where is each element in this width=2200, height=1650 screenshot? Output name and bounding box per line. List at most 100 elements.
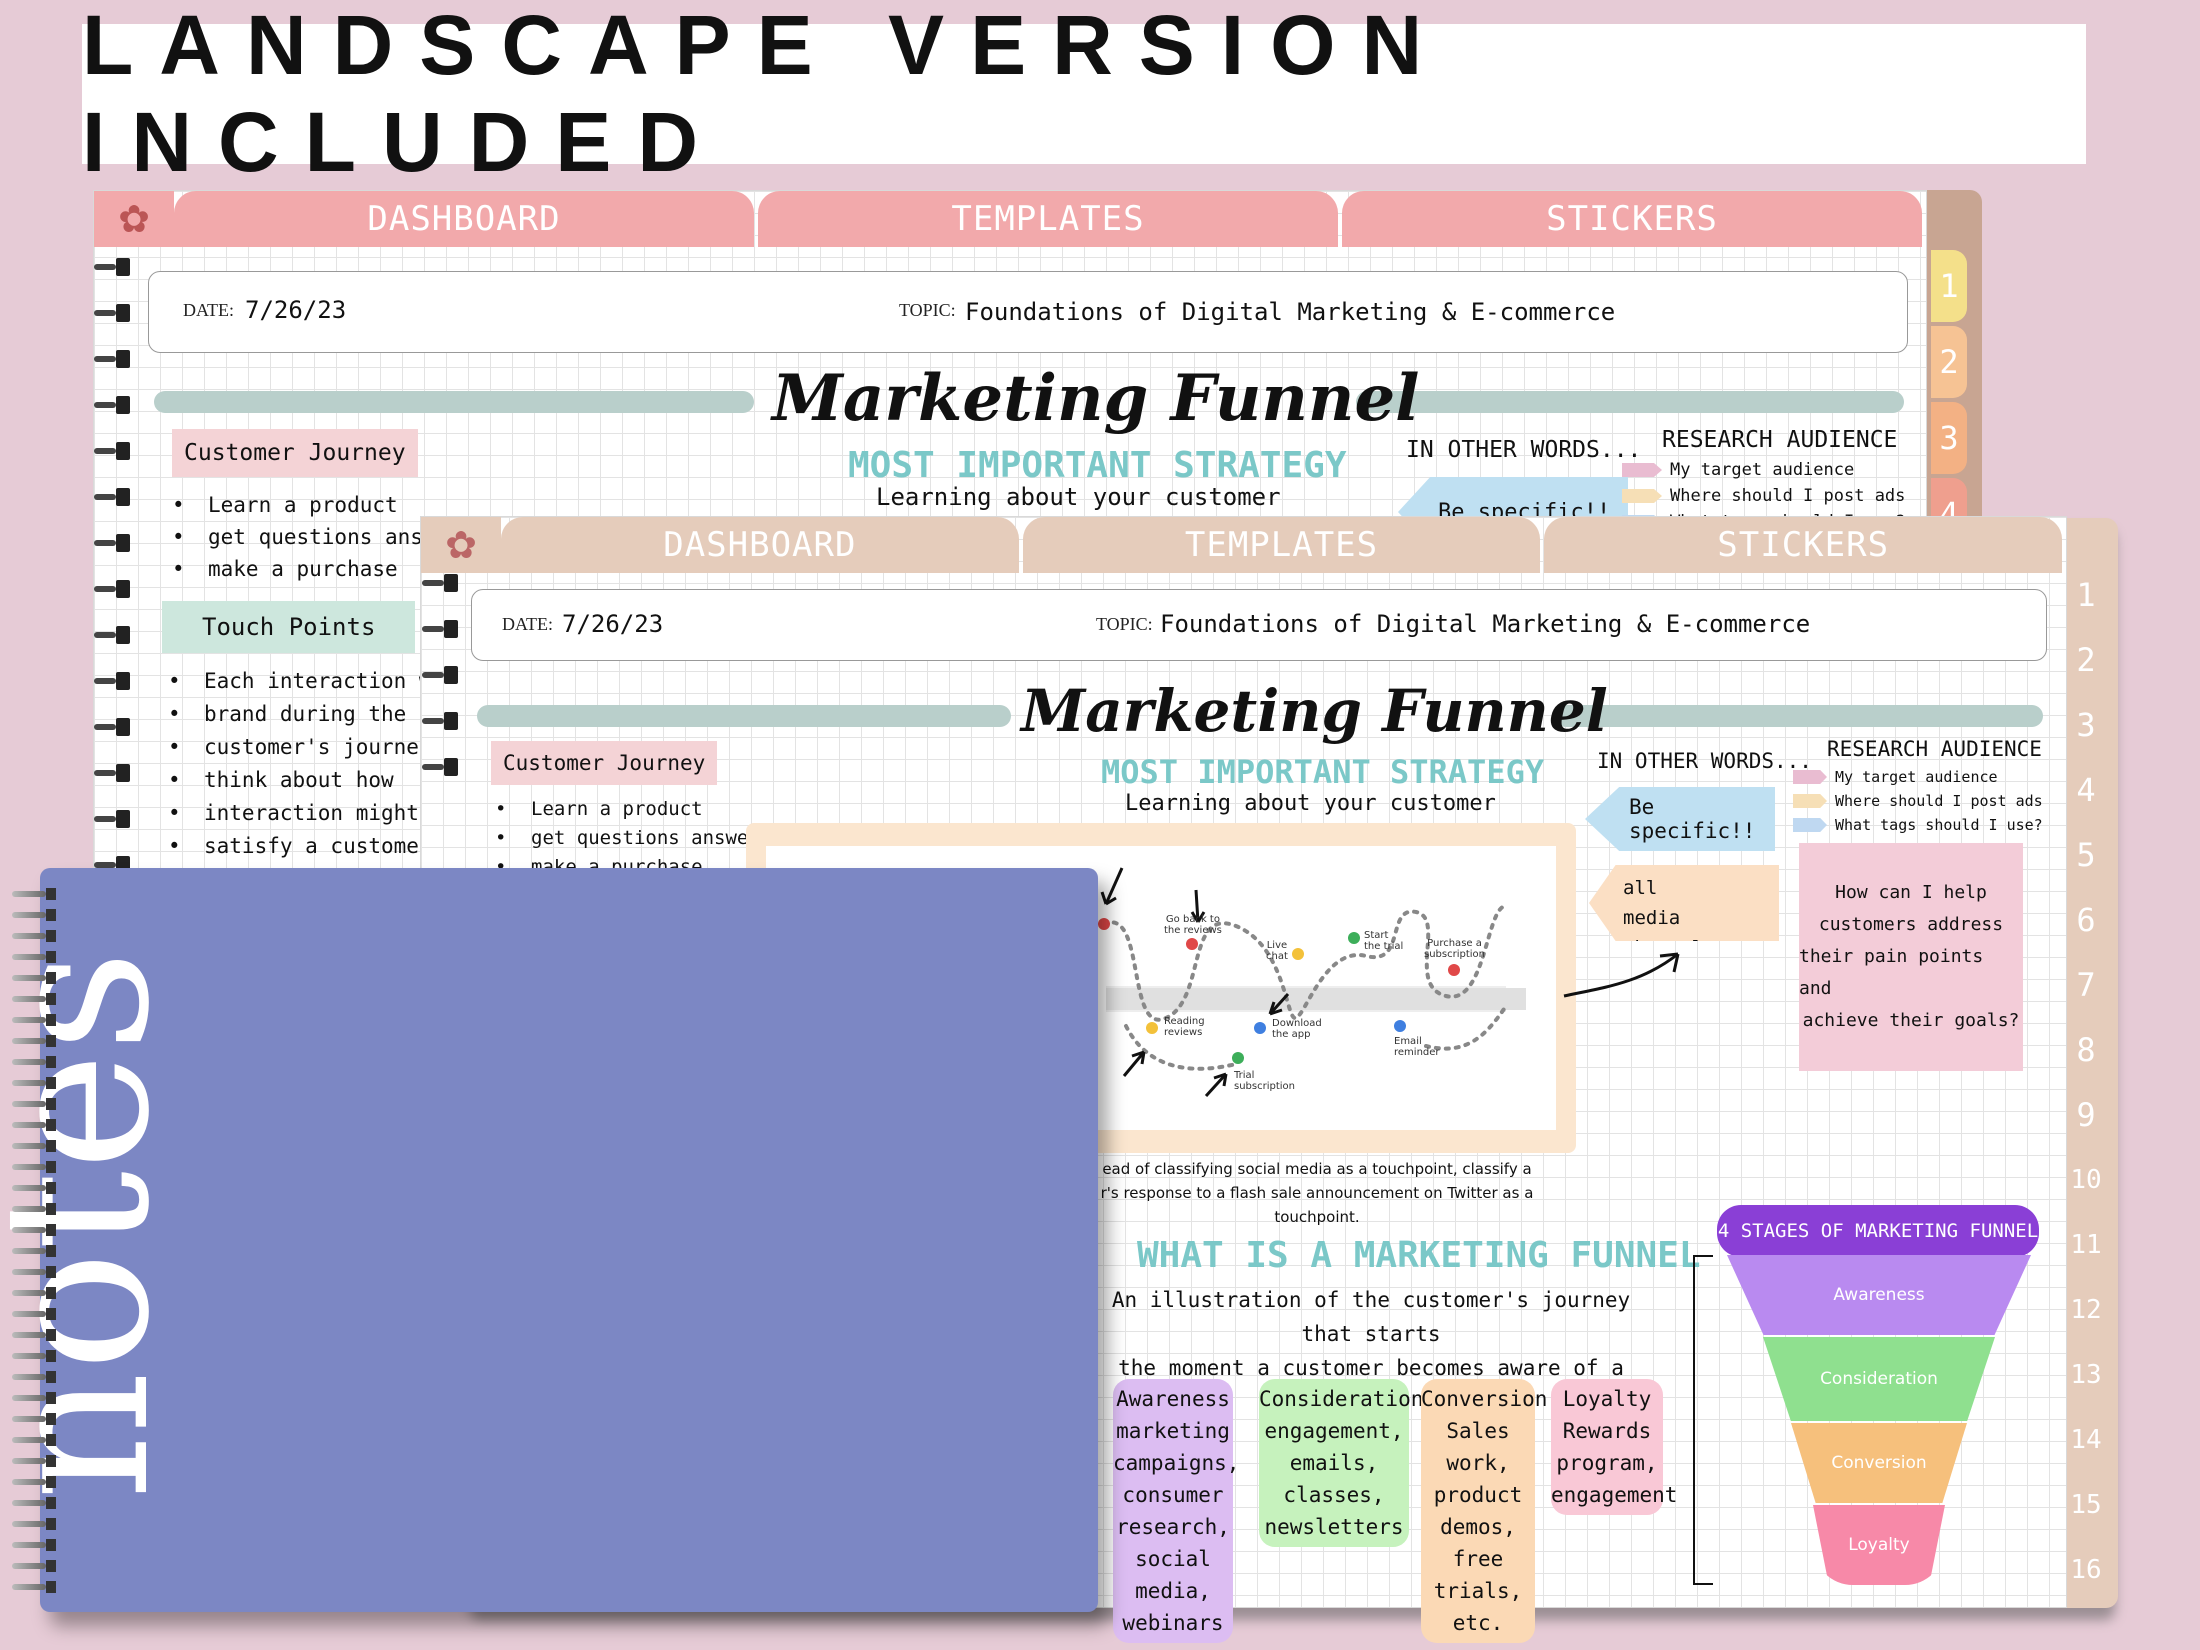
funnel-bracket	[1693, 1255, 1713, 1585]
date-topic-box: DATE: 7/26/23 TOPIC: Foundations of Digi…	[471, 589, 2047, 661]
list-item: make a purchase	[172, 553, 486, 585]
journey-dot-yellow-2	[1146, 1022, 1158, 1034]
pain-points-note: How can I help customers address their p…	[1799, 843, 2023, 1071]
journey-dot-green-2	[1232, 1052, 1244, 1064]
research-audience-label: RESEARCH AUDIENCE	[1662, 427, 1898, 453]
research-list: My target audience Where should I post a…	[1793, 765, 2043, 837]
touchpoint-label: Reading reviews	[1164, 1016, 1205, 1038]
list-item: My target audience	[1793, 765, 2043, 789]
funnel-consideration: Consideration	[1763, 1337, 1995, 1421]
touch-points-list: Each interaction w/ a brand during the c…	[168, 665, 495, 863]
list-item: Learn a product	[172, 489, 486, 521]
journey-dot-red	[1098, 918, 1110, 930]
subtitle-2: Learning about your customer	[876, 483, 1281, 511]
title-bar-left	[154, 391, 754, 413]
topic-value: Foundations of Digital Marketing & E-com…	[965, 298, 1616, 326]
side-tab-9[interactable]: 9	[2068, 1084, 2104, 1145]
tab-stickers[interactable]: STICKERS	[1342, 191, 1922, 247]
list-item: brand during the	[168, 698, 495, 731]
customer-journey-label: Customer Journey	[491, 741, 718, 785]
touchpoint-label: Live chat	[1266, 940, 1288, 962]
touchpoint-label: Download the app	[1272, 1018, 1322, 1040]
cover-spiral	[12, 888, 64, 1602]
side-tab-3[interactable]: 3	[1931, 402, 1967, 474]
touchpoint-label: Start the trial	[1364, 930, 1404, 952]
journey-dot-blue	[1254, 1022, 1266, 1034]
flower-logo-icon: ✿	[94, 191, 174, 247]
tab-templates[interactable]: TEMPLATES	[1022, 517, 1541, 573]
funnel-awareness: Awareness	[1727, 1255, 2031, 1335]
be-specific-tag: Be specific!!	[1585, 787, 1775, 851]
banner-text: LANDSCAPE VERSION INCLUDED	[82, 0, 1449, 189]
topic-value: Foundations of Digital Marketing & E-com…	[1160, 610, 1811, 638]
touchpoint-label: Trial subscription	[1234, 1070, 1295, 1092]
tab-dashboard[interactable]: DASHBOARD	[174, 191, 754, 247]
date-value: 7/26/23	[245, 296, 347, 324]
journey-dot-green	[1348, 932, 1360, 944]
flower-logo-icon: ✿	[421, 517, 501, 573]
journey-dot-red-2	[1186, 938, 1198, 950]
journey-path	[1100, 867, 1526, 1098]
side-tab-8[interactable]: 8	[2068, 1019, 2104, 1080]
date-topic-box: DATE: 7/26/23 TOPIC: Foundations of Digi…	[148, 271, 1908, 353]
side-tab-1[interactable]: 1	[1931, 250, 1967, 322]
side-tab-6[interactable]: 6	[2068, 889, 2104, 950]
curved-arrow-icon	[1563, 952, 1680, 998]
list-item: think about how	[168, 764, 495, 797]
page-title: Marketing Funnel	[772, 361, 1420, 436]
side-tab-15[interactable]: 15	[2068, 1474, 2104, 1535]
side-tab-2[interactable]: 2	[1931, 326, 1967, 398]
touch-points-label: Touch Points	[162, 601, 416, 653]
side-tab-10[interactable]: 10	[2068, 1149, 2104, 1210]
list-item: customer's journey	[168, 731, 495, 764]
subtitle-2: Learning about your customer	[1125, 791, 1496, 816]
topic-label: TOPIC:	[1096, 614, 1153, 634]
tab-dashboard[interactable]: DASHBOARD	[501, 517, 1019, 573]
side-tab-11[interactable]: 11	[2068, 1214, 2104, 1275]
side-tab-7[interactable]: 7	[2068, 954, 2104, 1015]
funnel-conversion: Conversion	[1791, 1423, 1967, 1503]
side-tab-5[interactable]: 5	[2068, 824, 2104, 885]
touchpoint-label: Purchase a subscription	[1424, 938, 1485, 960]
date-label: DATE:	[502, 614, 553, 634]
tab-templates[interactable]: TEMPLATES	[758, 191, 1338, 247]
what-is-text: An illustration of the customer's journe…	[1111, 1288, 1631, 1414]
side-tab-1[interactable]: 1	[2068, 564, 2104, 625]
side-tab-12[interactable]: 12	[2068, 1279, 2104, 1340]
side-tab-14[interactable]: 14	[2068, 1409, 2104, 1470]
journey-dot-blue-2	[1394, 1020, 1406, 1032]
subtitle: MOST IMPORTANT STRATEGY	[1101, 753, 1545, 791]
funnel-loyalty: Loyalty	[1813, 1505, 1945, 1585]
side-tab-4[interactable]: 4	[2068, 759, 2104, 820]
side-tab-2[interactable]: 2	[2068, 629, 2104, 690]
list-item: interaction might	[168, 797, 495, 830]
title-bar-right	[1555, 705, 2043, 727]
customer-journey-label: Customer Journey	[172, 429, 418, 477]
list-item: Where should I post ads	[1793, 789, 2043, 813]
page-title: Marketing Funnel	[1021, 677, 1608, 745]
side-tab-3[interactable]: 3	[2068, 694, 2104, 755]
touch-note: ead of classifying social media as a tou…	[1100, 1160, 1534, 1226]
subtitle: MOST IMPORTANT STRATEGY	[848, 445, 1347, 486]
tab-stickers[interactable]: STICKERS	[1544, 517, 2063, 573]
side-tab-16[interactable]: 16	[2068, 1539, 2104, 1600]
customer-journey-list: Learn a product get questions answered m…	[172, 489, 486, 585]
front-spiral	[422, 574, 462, 804]
in-other-words-label: IN OTHER WORDS...	[1597, 749, 1812, 773]
in-other-words-label: IN OTHER WORDS...	[1406, 437, 1642, 463]
journey-dot-yellow	[1292, 948, 1304, 960]
back-side-tabs: 1 2 3 4	[1931, 250, 1967, 554]
date-label: DATE:	[183, 300, 234, 320]
notes-cover	[40, 868, 1098, 1612]
back-spiral	[94, 258, 134, 902]
funnel-title: 4 STAGES OF MARKETING FUNNEL	[1717, 1205, 2039, 1257]
list-item: get questions answered	[495, 824, 783, 853]
list-item: What tags should I use?	[1793, 813, 2043, 837]
touchpoint-label: Email reminder	[1394, 1036, 1440, 1058]
side-tab-13[interactable]: 13	[2068, 1344, 2104, 1405]
title-bar-left	[477, 705, 1011, 727]
touchpoint-label: Go back to the reviews	[1164, 914, 1222, 936]
research-audience-label: RESEARCH AUDIENCE	[1827, 737, 2042, 761]
